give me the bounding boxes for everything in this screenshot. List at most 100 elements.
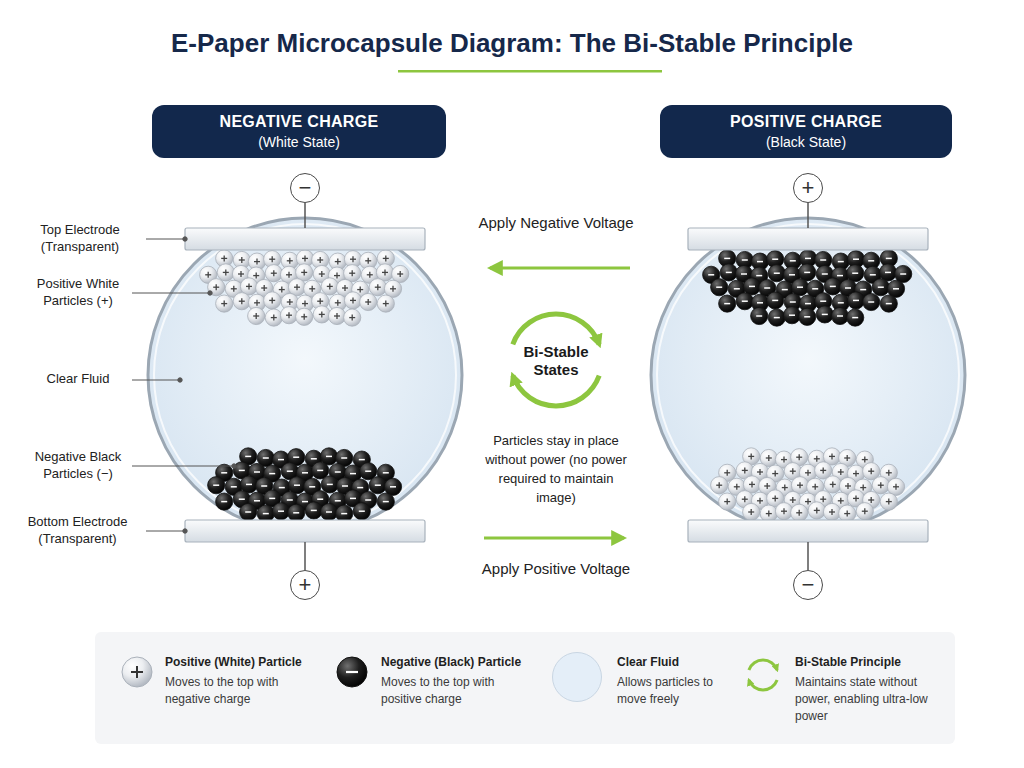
white-particle bbox=[208, 279, 225, 296]
minus-sign bbox=[287, 499, 293, 501]
plus-sign bbox=[329, 283, 330, 289]
cycle-arrow bbox=[749, 680, 777, 690]
minus-sign bbox=[359, 459, 365, 461]
minus-sign bbox=[852, 272, 858, 274]
minus-sign bbox=[708, 274, 714, 276]
plus-sign bbox=[831, 453, 832, 459]
plus-sign bbox=[337, 300, 338, 306]
plus-sign bbox=[304, 255, 305, 261]
electrode-terminal: − bbox=[290, 173, 320, 203]
minus-sign bbox=[790, 301, 796, 303]
minus-sign bbox=[756, 275, 762, 277]
leader-line bbox=[132, 380, 178, 381]
leader-lines bbox=[132, 237, 236, 533]
black-particle bbox=[288, 504, 305, 521]
legend-swatch bbox=[552, 652, 602, 702]
minus-sign bbox=[317, 470, 323, 472]
leader-line bbox=[146, 531, 183, 532]
black-particle-icon bbox=[337, 657, 367, 687]
minus-sign bbox=[269, 498, 275, 500]
electrode-plate bbox=[688, 228, 928, 250]
black-particle bbox=[872, 279, 889, 296]
minus-sign bbox=[772, 258, 778, 260]
white-particle bbox=[360, 293, 377, 310]
header-subtitle: (Black State) bbox=[766, 133, 846, 151]
minus-sign bbox=[838, 302, 844, 304]
minus-sign bbox=[287, 470, 293, 472]
black-particle bbox=[880, 295, 897, 312]
plus-sign bbox=[392, 286, 393, 292]
minus-sign bbox=[830, 286, 836, 288]
minus-sign bbox=[263, 457, 269, 459]
legend-icon bbox=[749, 660, 777, 690]
minus-sign bbox=[390, 486, 396, 488]
plus-sign bbox=[304, 314, 305, 320]
plus-sign bbox=[855, 495, 856, 501]
plus-sign bbox=[312, 286, 313, 292]
header-subtitle: (White State) bbox=[258, 133, 340, 151]
plus-sign bbox=[288, 272, 289, 278]
plus-sign bbox=[831, 509, 832, 515]
plus-sign bbox=[719, 482, 720, 488]
white-particle bbox=[321, 278, 338, 295]
minus-sign bbox=[757, 302, 763, 304]
legend-description: Moves to the top with positive charge bbox=[381, 674, 521, 708]
plus-sign bbox=[400, 271, 401, 277]
note-text: Particles stay in place without power (n… bbox=[480, 432, 632, 507]
minus-sign bbox=[790, 260, 796, 262]
plus-sign bbox=[807, 470, 808, 476]
minus-sign bbox=[311, 458, 317, 460]
minus-sign bbox=[804, 272, 810, 274]
black-particle bbox=[847, 309, 864, 326]
terminal-wire bbox=[304, 542, 306, 570]
plus-sign bbox=[289, 299, 290, 305]
white-particle bbox=[248, 307, 265, 324]
black-particle bbox=[208, 477, 225, 494]
plus-sign bbox=[840, 469, 841, 475]
plus-sign bbox=[256, 300, 257, 306]
plus-sign bbox=[360, 287, 361, 293]
minus-sign bbox=[774, 272, 780, 274]
minus-sign bbox=[749, 286, 755, 288]
plus-sign bbox=[727, 470, 728, 476]
legend-title: Positive (White) Particle bbox=[165, 655, 335, 671]
white-particle bbox=[265, 265, 282, 282]
plus-sign bbox=[864, 508, 865, 514]
minus-sign bbox=[239, 498, 245, 500]
plus-sign bbox=[241, 298, 242, 304]
minus-sign bbox=[245, 456, 251, 458]
header-title: NEGATIVE CHARGE bbox=[220, 112, 379, 133]
black-particle bbox=[305, 502, 322, 519]
plus-sign bbox=[336, 313, 337, 319]
legend-title: Clear Fluid bbox=[617, 655, 747, 671]
black-particle bbox=[816, 306, 833, 323]
minus-sign bbox=[886, 258, 892, 260]
plus-sign bbox=[895, 484, 896, 490]
plus-sign bbox=[880, 482, 881, 488]
minus-sign bbox=[726, 272, 732, 274]
minus-sign bbox=[764, 287, 770, 289]
minus-sign bbox=[302, 472, 308, 474]
white-particle bbox=[328, 307, 345, 324]
black-particle bbox=[799, 308, 816, 325]
white-particle bbox=[216, 295, 233, 312]
plus-sign bbox=[864, 457, 865, 463]
polarity-sign: − bbox=[299, 177, 312, 199]
leader-dot bbox=[183, 237, 187, 241]
plus-sign bbox=[352, 297, 353, 303]
legend-title: Bi-Stable Principle bbox=[795, 655, 945, 671]
white-particle bbox=[344, 309, 361, 326]
header-title: POSITIVE CHARGE bbox=[730, 112, 882, 133]
minus-sign bbox=[359, 510, 365, 512]
minus-sign bbox=[326, 456, 332, 458]
plus-sign bbox=[385, 301, 386, 307]
plus-sign bbox=[816, 456, 817, 462]
minus-sign bbox=[335, 500, 341, 502]
white-particle-icon bbox=[122, 657, 152, 687]
plus-sign bbox=[751, 509, 752, 515]
plus-sign bbox=[759, 469, 760, 475]
minus-sign bbox=[293, 456, 299, 458]
plus-sign bbox=[273, 315, 274, 321]
legend-icon bbox=[122, 657, 152, 687]
plus-sign bbox=[296, 284, 297, 290]
